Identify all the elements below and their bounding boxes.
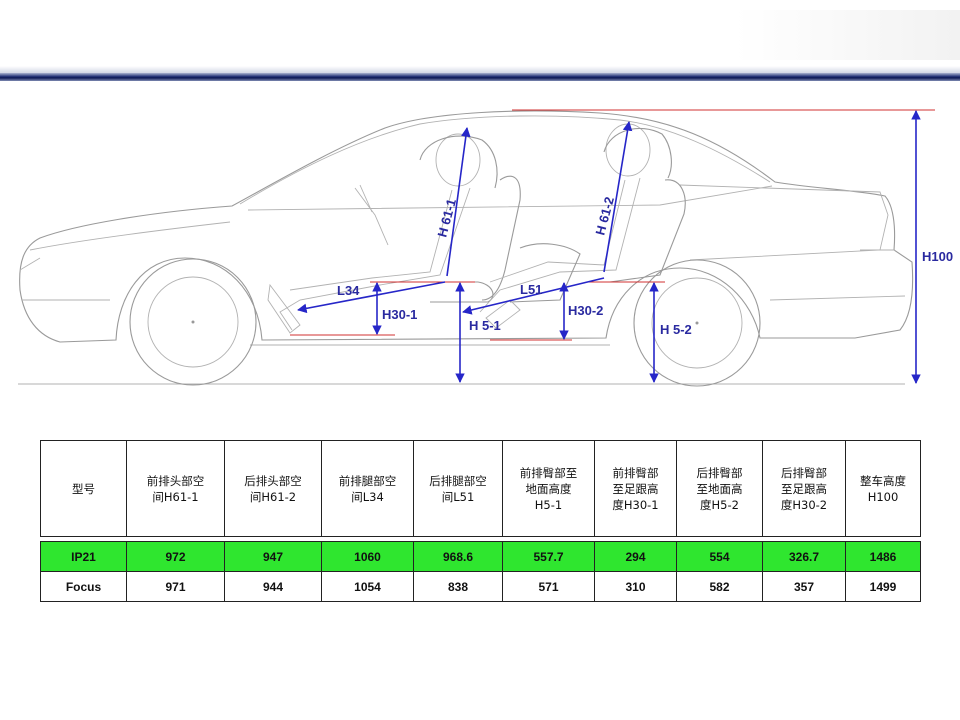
title-bar	[0, 73, 960, 81]
label-l51: L51	[520, 282, 542, 297]
car-body-outline	[19, 110, 914, 346]
front-occupant	[267, 133, 521, 334]
dimension-arrows	[297, 110, 921, 384]
dim-l34	[297, 281, 446, 314]
header-l51: 后排腿部空间L51	[413, 440, 503, 537]
title-bar-shadow	[0, 66, 960, 74]
table-cell: 571	[502, 571, 595, 602]
table-row: IP21 972 947 1060 968.6 557.7 294 554 32…	[40, 541, 921, 572]
table-row: Focus 971 944 1054 838 571 310 582 357 1…	[40, 571, 921, 602]
table-cell: 557.7	[502, 541, 595, 572]
table-cell: 971	[126, 571, 225, 602]
table-cell: 357	[762, 571, 846, 602]
table-header-row: 型号 前排头部空间H61-1 后排头部空间H61-2 前排腿部空间L34 后排腿…	[40, 440, 921, 537]
header-l34: 前排腿部空间L34	[321, 440, 414, 537]
table-gap-row	[40, 536, 921, 542]
header-h5-2: 后排臀部至地面高度H5-2	[676, 440, 763, 537]
table-cell: 582	[676, 571, 763, 602]
front-wheel	[129, 258, 257, 386]
dim-h61-1	[446, 127, 471, 277]
row-model: Focus	[40, 571, 127, 602]
table-cell: 326.7	[762, 541, 846, 572]
header-h61-1: 前排头部空间H61-1	[126, 440, 225, 537]
table-cell: 944	[224, 571, 322, 602]
header-h30-1: 前排臀部至足跟高度H30-1	[594, 440, 677, 537]
header-model: 型号	[40, 440, 127, 537]
reference-lines	[290, 109, 935, 341]
label-h30-1: H30-1	[382, 307, 417, 322]
table-cell: 1499	[845, 571, 921, 602]
table-cell: 947	[224, 541, 322, 572]
header-h61-2: 后排头部空间H61-2	[224, 440, 322, 537]
label-h5-1: H 5-1	[469, 318, 501, 333]
dimension-comparison-table: 型号 前排头部空间H61-1 后排头部空间H61-2 前排腿部空间L34 后排腿…	[40, 440, 921, 602]
row-model: IP21	[40, 541, 127, 572]
table-cell: 554	[676, 541, 763, 572]
table-cell: 968.6	[413, 541, 503, 572]
table-cell: 838	[413, 571, 503, 602]
rear-wheel	[633, 259, 761, 387]
table-cell: 1054	[321, 571, 414, 602]
dim-h61-2	[603, 121, 633, 273]
table-cell: 1486	[845, 541, 921, 572]
rear-occupant	[479, 123, 686, 329]
label-l34: L34	[337, 283, 360, 298]
car-dimension-diagram: H 61-1 H 61-2 L34 L51 H30-1 H30-2 H 5-1 …	[18, 109, 953, 387]
table-cell: 294	[594, 541, 677, 572]
corner-decoration	[735, 10, 960, 60]
label-h30-2: H30-2	[568, 303, 603, 318]
label-h5-2: H 5-2	[660, 322, 692, 337]
table-cell: 1060	[321, 541, 414, 572]
label-h100: H100	[922, 249, 953, 264]
table-cell: 310	[594, 571, 677, 602]
dim-l51	[462, 277, 605, 315]
header-h30-2: 后排臀部至足跟高度H30-2	[762, 440, 846, 537]
table-cell: 972	[126, 541, 225, 572]
